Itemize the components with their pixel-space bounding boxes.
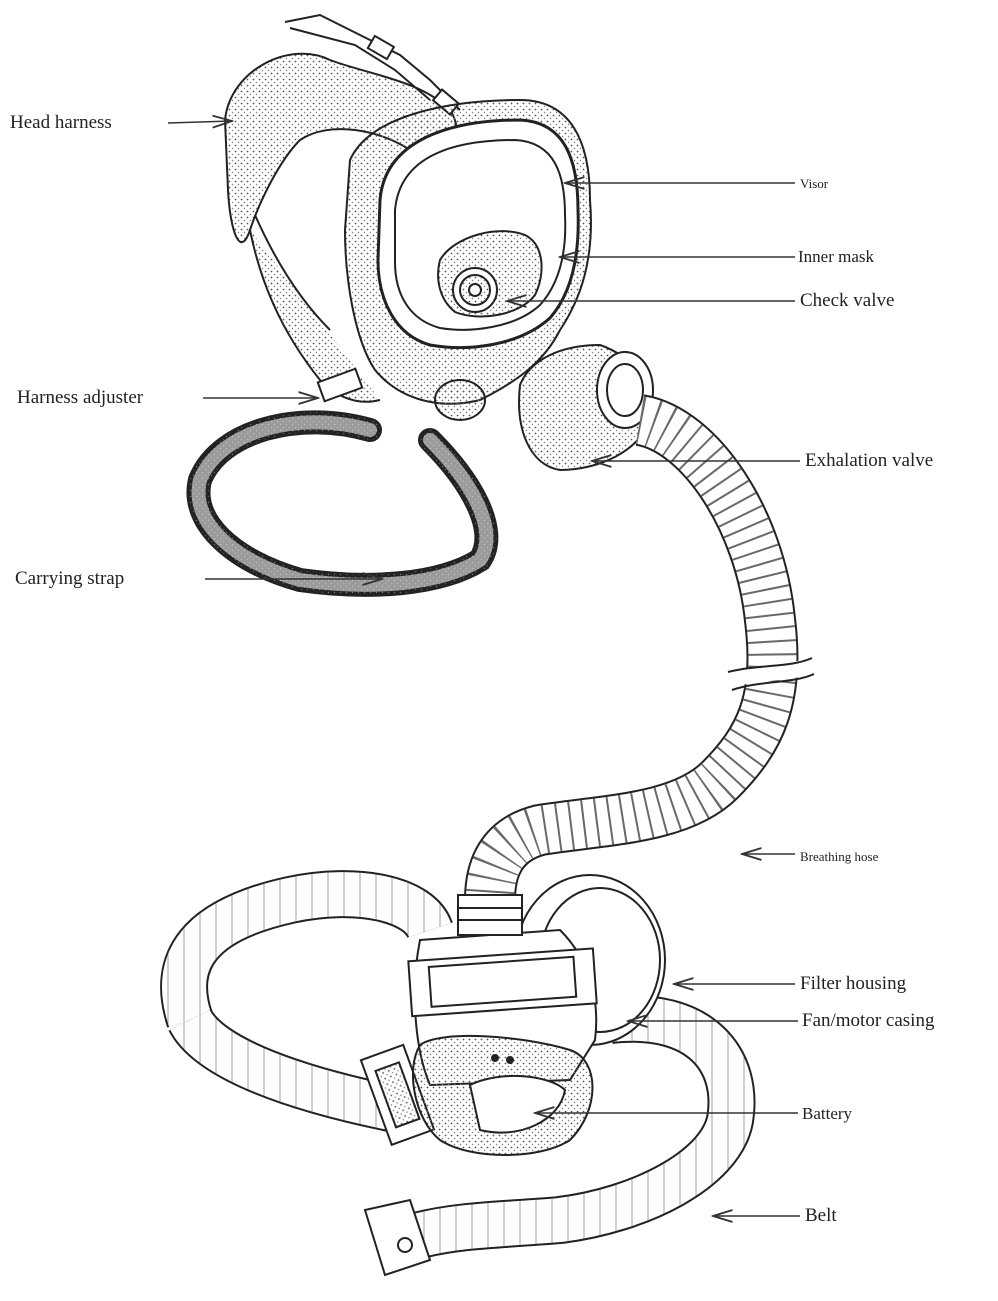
head-harness-leader — [168, 121, 232, 123]
carrying-strap-label: Carrying strap — [15, 568, 124, 590]
filter-housing-label: Filter housing — [800, 973, 906, 995]
battery-label: Battery — [802, 1103, 852, 1125]
visor-label: Visor — [800, 173, 828, 195]
fan-motor-casing-label: Fan/motor casing — [802, 1010, 934, 1032]
head-harness-label: Head harness — [10, 112, 112, 134]
harness-adjuster-label: Harness adjuster — [17, 387, 143, 409]
breathing-hose-shape — [490, 420, 814, 900]
inner-mask-label: Inner mask — [798, 246, 874, 268]
full-face-mask — [225, 15, 653, 470]
breathing-hose-label: Breathing hose — [800, 846, 878, 868]
exhalation-valve-label: Exhalation valve — [805, 450, 933, 472]
belt-label: Belt — [805, 1205, 837, 1227]
check-valve-label: Check valve — [800, 290, 894, 312]
